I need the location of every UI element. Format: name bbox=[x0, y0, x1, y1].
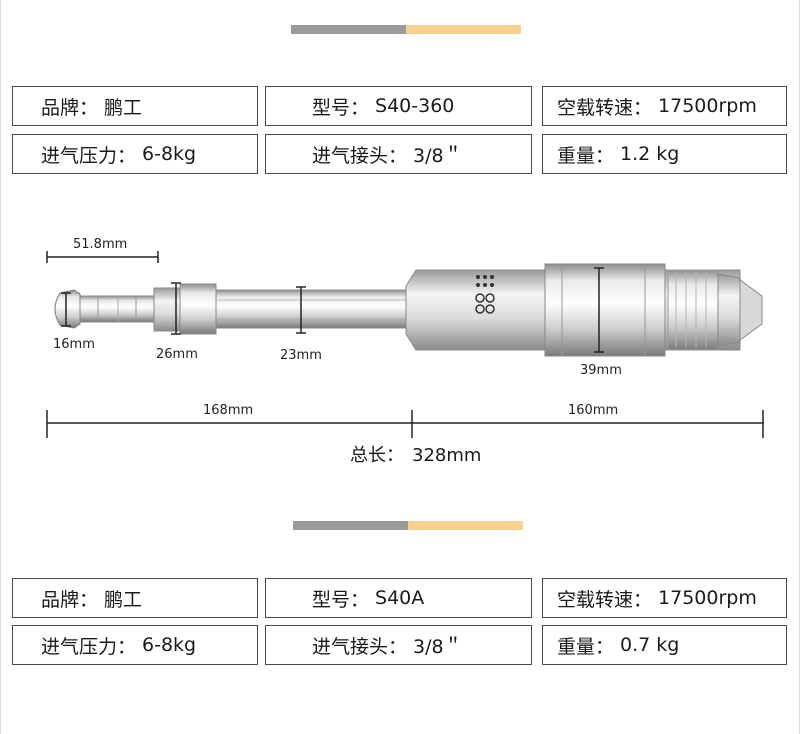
spec-label: 品牌： bbox=[41, 588, 99, 611]
divider-yellow-segment bbox=[406, 25, 521, 34]
tool-diagram bbox=[46, 251, 764, 438]
left-frame-line bbox=[0, 0, 1, 734]
section-divider-bottom bbox=[293, 521, 523, 530]
dim-shaft-diameter: 23mm bbox=[280, 348, 322, 363]
spec-value: 17500rpm bbox=[658, 95, 757, 117]
spec-cell-speed: 空载转速：17500rpm bbox=[542, 86, 787, 126]
spec-label: 进气压力： bbox=[41, 144, 137, 167]
spec-label: 空载转速： bbox=[557, 96, 653, 119]
spec-cell-weight: 重量：1.2 kg bbox=[542, 134, 787, 174]
spec-value: 1.2 kg bbox=[620, 143, 680, 165]
spec-cell-speed: 空载转速：17500rpm bbox=[542, 578, 787, 618]
spec-value: 3/8＂ bbox=[413, 144, 463, 167]
spec-cell-brand: 品牌：鹏工 bbox=[12, 578, 258, 618]
total-length-label: 总长： bbox=[350, 445, 404, 466]
collar-icon bbox=[153, 283, 217, 335]
spec-label: 重量： bbox=[557, 635, 615, 658]
spec-label: 空载转速： bbox=[557, 588, 653, 611]
total-length-value: 328mm bbox=[412, 445, 482, 466]
spec-cell-inlet: 进气接头：3/8＂ bbox=[265, 625, 532, 665]
spec-label: 进气接头： bbox=[312, 144, 408, 167]
spec-cell-model: 型号：S40-360 bbox=[265, 86, 532, 126]
spec-value: 0.7 kg bbox=[620, 634, 680, 656]
total-length: 总长： 328mm bbox=[350, 441, 481, 467]
spec-cell-weight: 重量：0.7 kg bbox=[542, 625, 787, 665]
dim-collar-diameter: 26mm bbox=[156, 347, 198, 362]
spec-value: S40-360 bbox=[375, 95, 455, 117]
spec-label: 品牌： bbox=[41, 96, 99, 119]
dim-front-length: 168mm bbox=[203, 403, 254, 418]
motor-body-icon bbox=[405, 263, 763, 357]
spec-label: 重量： bbox=[557, 144, 615, 167]
divider-gray-segment bbox=[291, 25, 406, 34]
spec-cell-model: 型号：S40A bbox=[265, 578, 532, 618]
spec-value: S40A bbox=[375, 587, 425, 609]
spec-value: 鹏工 bbox=[104, 96, 143, 119]
spec-value: 6-8kg bbox=[142, 143, 197, 165]
spec-value: 3/8＂ bbox=[413, 635, 463, 658]
dimension-lines bbox=[46, 251, 764, 438]
spec-label: 进气接头： bbox=[312, 635, 408, 658]
spec-label: 型号： bbox=[312, 588, 370, 611]
spec-label: 进气压力： bbox=[41, 635, 137, 658]
dim-chuck-diameter: 16mm bbox=[53, 337, 95, 352]
spec-cell-brand: 品牌：鹏工 bbox=[12, 86, 258, 126]
divider-gray-segment bbox=[293, 521, 408, 530]
spec-label: 型号： bbox=[312, 96, 370, 119]
dim-body-diameter: 39mm bbox=[580, 363, 622, 378]
spec-cell-pressure: 进气压力：6-8kg bbox=[12, 134, 258, 174]
dim-chuck-length: 51.8mm bbox=[73, 237, 128, 252]
spec-cell-pressure: 进气压力：6-8kg bbox=[12, 625, 258, 665]
spec-value: 17500rpm bbox=[658, 587, 757, 609]
chuck-icon bbox=[54, 289, 155, 329]
shaft-icon bbox=[215, 289, 407, 329]
dim-rear-length: 160mm bbox=[568, 403, 619, 418]
spec-value: 鹏工 bbox=[104, 588, 143, 611]
divider-yellow-segment bbox=[408, 521, 523, 530]
spec-cell-inlet: 进气接头：3/8＂ bbox=[265, 134, 532, 174]
section-divider-top bbox=[291, 25, 521, 34]
spec-value: 6-8kg bbox=[142, 634, 197, 656]
